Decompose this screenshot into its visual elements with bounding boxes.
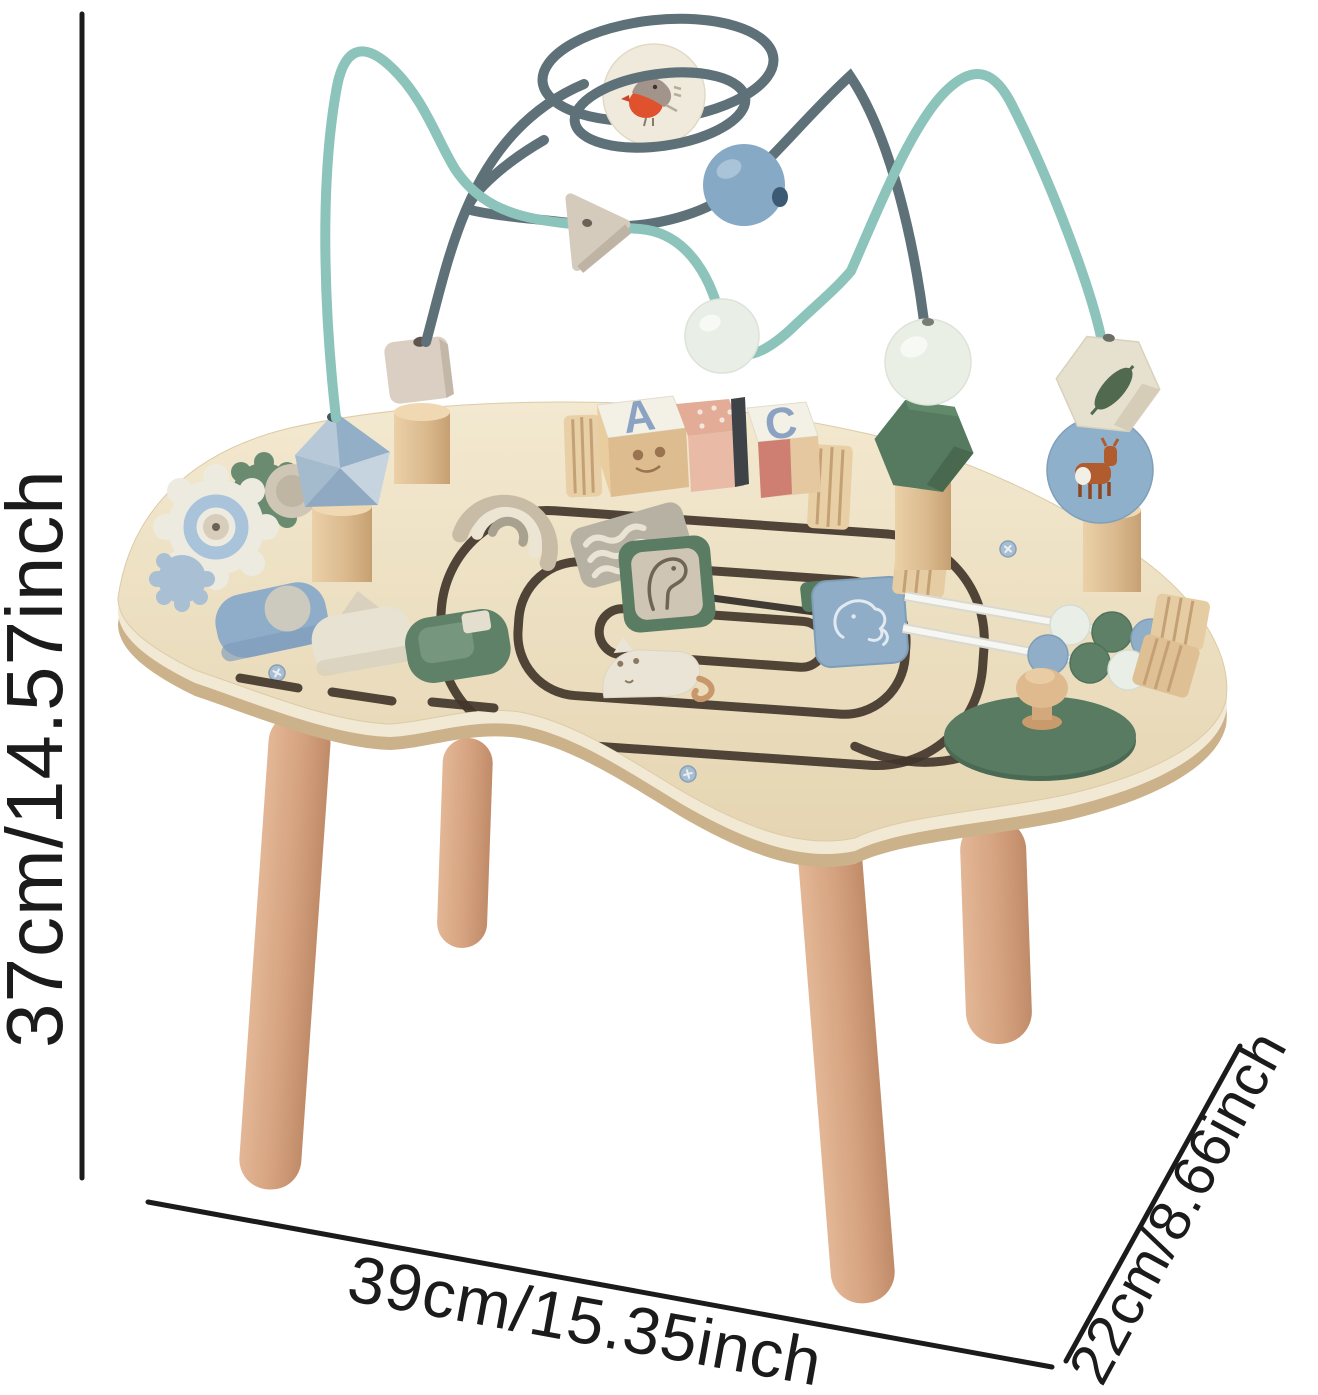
- abc-letter-c: C: [762, 397, 800, 450]
- length-dimension-label: 39cm/15.35inch: [342, 1241, 827, 1395]
- table-leg-rear-middle: [437, 738, 493, 948]
- slider-cream: [311, 591, 416, 676]
- spinner-disc: [944, 696, 1136, 776]
- elephant-block: [811, 575, 909, 669]
- left-activity-cluster: [149, 452, 558, 713]
- white-ball-bead: [884, 318, 972, 406]
- green-hexagon-bead: [874, 399, 974, 493]
- spinner-knob: [1016, 668, 1068, 730]
- table-leg-front-right: [797, 822, 895, 1304]
- diamond-bead: [295, 412, 390, 507]
- triangle-bead: [565, 193, 632, 273]
- slider-green: [405, 609, 511, 683]
- robin-disc-bead: [602, 43, 706, 147]
- abacus-end-block-top: [1150, 593, 1210, 651]
- bead-maze-wires: [320, 13, 1109, 443]
- abc-block-middle: [676, 397, 749, 492]
- length-dimension-line: [145, 1199, 1055, 1370]
- abacus-end-block-bottom: [1132, 634, 1200, 698]
- gray-wire-spiral-front: [569, 67, 751, 153]
- slider-slots: [235, 673, 499, 713]
- table-leg-front-left: [239, 712, 331, 1190]
- deer-disc-bead: [1046, 416, 1154, 524]
- abc-block-a: A: [596, 390, 689, 497]
- wooden-post-cube: [394, 403, 450, 484]
- cat-figure: [602, 636, 715, 702]
- abc-block-c: C: [746, 397, 821, 498]
- abc-left-post: [563, 414, 603, 498]
- slider-blue: [215, 582, 332, 662]
- depth-dimension-label: 22cm/8.66inch: [1056, 1020, 1299, 1394]
- blue-ball-bead: [703, 144, 788, 226]
- dino-block: [618, 535, 716, 633]
- wooden-post-diamond: [312, 496, 372, 582]
- table-leg-rear-right: [960, 818, 1032, 1044]
- abc-block-assembly: A C: [563, 390, 853, 530]
- leaf-hexagon-bead: [1055, 333, 1161, 433]
- mint-ball-bead: [684, 298, 760, 374]
- rainbow-arches: [452, 494, 558, 571]
- spinner: [944, 668, 1136, 781]
- table-legs: [239, 712, 1032, 1304]
- depth-dimension-line: [1063, 1043, 1243, 1364]
- slider-rod: [708, 594, 819, 616]
- height-dimension-label: 37cm/14.57inch: [0, 469, 79, 1048]
- abc-letter-a: A: [620, 390, 658, 443]
- right-bead-stacks: [874, 318, 1161, 592]
- gear-blue: [149, 553, 215, 612]
- abc-dark-stripe: [731, 397, 749, 487]
- cube-bead: [384, 336, 454, 404]
